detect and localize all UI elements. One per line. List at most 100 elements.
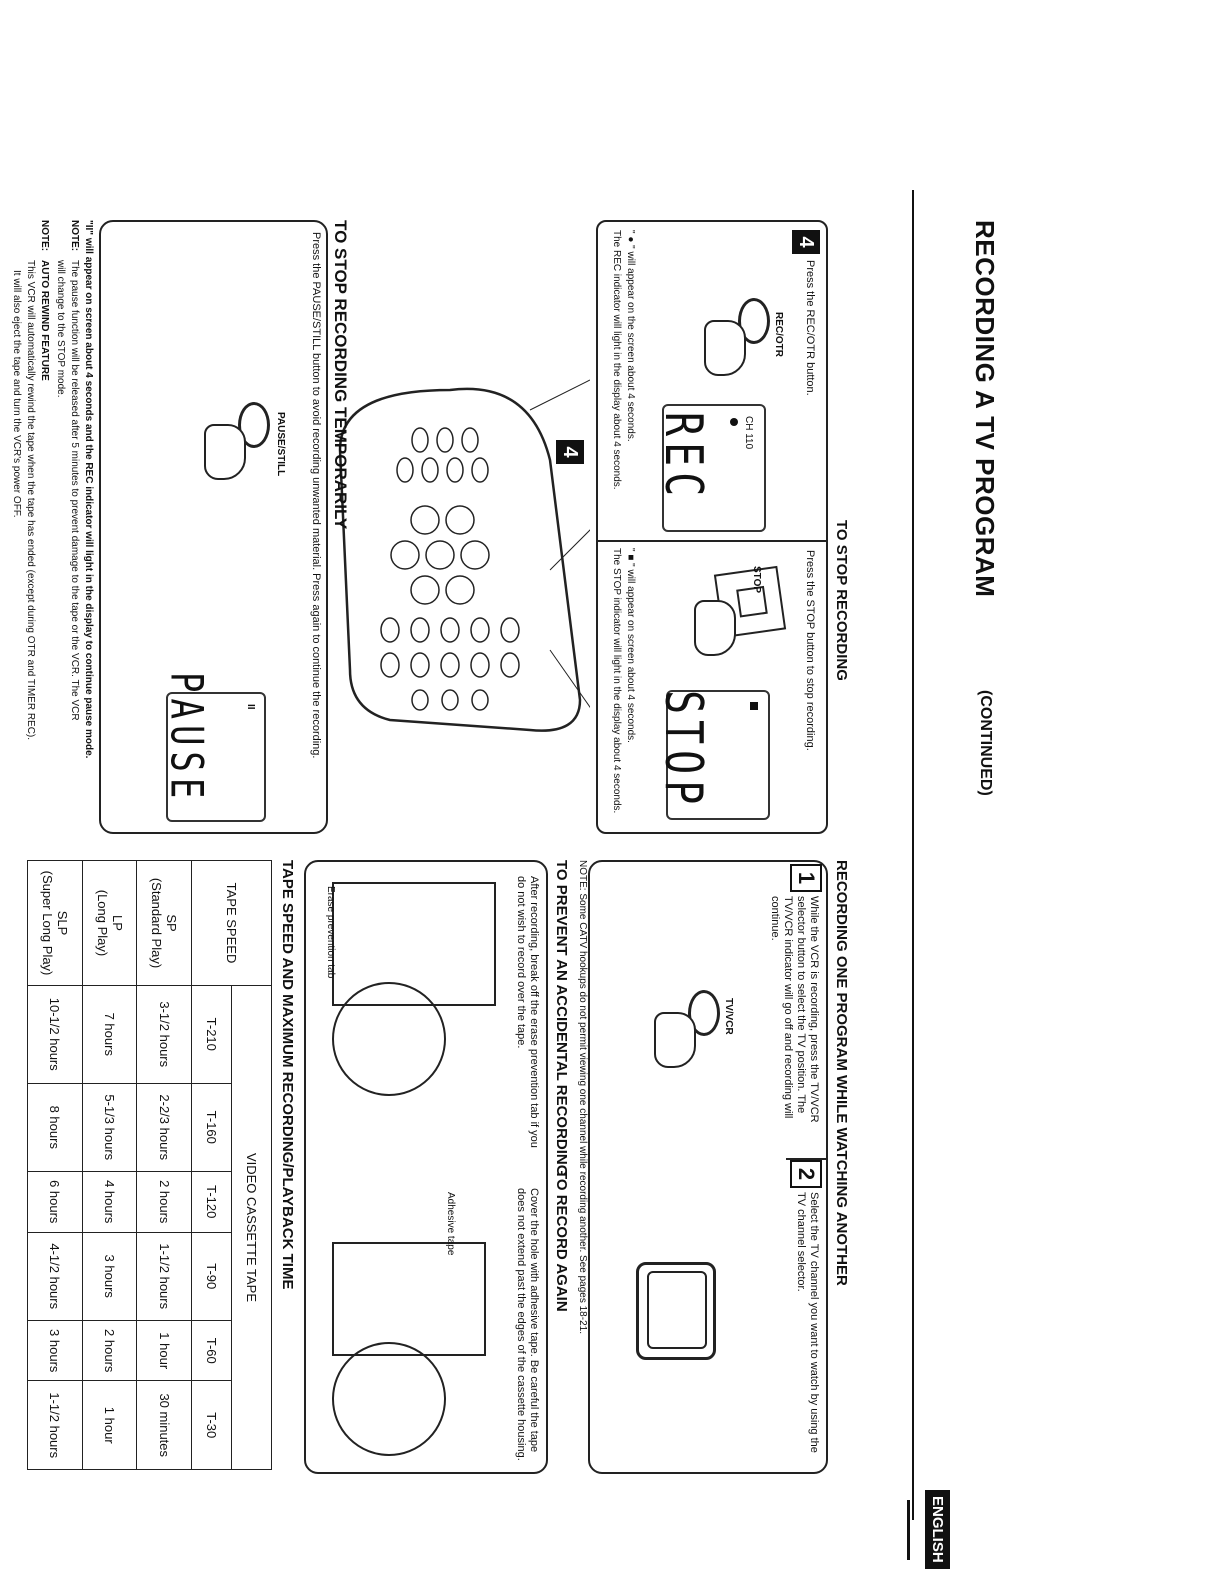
adhesive-zoom-icon [332,1342,446,1456]
speed-name: SLP [54,910,70,936]
time-cell: 1-1/2 hours [136,1232,192,1321]
pointing-hand-icon [694,600,736,656]
speed-name: LP [109,915,125,931]
stop-temp-heading: TO STOP RECORDING TEMPORARILY [331,220,350,530]
speed-cell: SLP(Super Long Play) [27,860,83,986]
pause-still-label: PAUSE/STILL [275,412,286,477]
table-row: LP(Long Play) 7 hours 5-1/3 hours 4 hour… [82,860,137,1470]
cassette-tape-icon [332,1242,486,1356]
time-cell: 2 hours [82,1320,137,1381]
stop-temp-note-line1: "II" will appear on screen about 4 secon… [83,220,94,759]
stop-panel: Press the STOP button to stop recording.… [598,540,826,832]
time-cell: 5-1/3 hours [82,1083,137,1172]
step1-text: While the VCR is recording, press the TV… [769,896,820,1123]
time-cell: 4-1/2 hours [27,1232,83,1321]
stop-temp-note-label: NOTE: [69,220,80,252]
tv-vcr-label: TV/VCR [723,998,734,1035]
tv-inner-screen [647,1271,707,1349]
pause-symbol: II [245,704,256,710]
rec-dot-icon [730,418,738,426]
page-title: RECORDING A TV PROGRAM [970,220,1000,598]
remote-control-icon [338,379,631,751]
pointing-hand-icon [704,320,746,376]
auto-rewind-heading: AUTO REWIND FEATURE [39,260,50,381]
channel-label: CH 110 [743,416,754,450]
stop-temp-note-line2: The pause function will be released afte… [69,260,80,721]
record-again-heading: TO RECORD AGAIN [553,1170,570,1312]
col-tape-speed: TAPE SPEED [191,860,272,986]
step2-number: 2 [790,1160,822,1188]
time-cell: 3-1/2 hours [136,985,192,1084]
speed-desc: (Long Play) [94,889,110,957]
tape-speed-table: TAPE SPEED VIDEO CASSETTE TAPE T-210 T-1… [27,860,272,1470]
prevent-heading: TO PREVENT AN ACCIDENTAL RECORDING [553,860,570,1177]
speed-cell: SP(Standard Play) [136,860,192,986]
time-cell: 4 hours [82,1171,137,1232]
rec-otr-label: REC/OTR [773,312,784,357]
time-cell: 6 hours [27,1171,83,1232]
speed-desc: (Super Long Play) [39,870,55,976]
stop-square-icon [750,702,758,710]
time-cell: 2 hours [136,1171,192,1232]
step4-panel: 4 Press the REC/OTR button. REC/OTR CH 1… [598,222,826,542]
auto-rewind-line1: This VCR will automatically rewind the t… [25,260,36,741]
step1-number: 1 [790,864,822,892]
pointing-hand-icon [204,424,246,480]
auto-rewind-line2: It will also eject the tape and turn the… [11,270,22,518]
tape-header: T-60 [191,1320,232,1381]
stop-recording-panel: 4 Press the REC/OTR button. REC/OTR CH 1… [596,220,828,834]
speed-desc: (Standard Play) [149,877,165,969]
time-cell: 3 hours [27,1320,83,1381]
record-again-text: Cover the hole with adhesive tape. Be ca… [515,1188,540,1461]
step4-note: " ● " will appear on the screen about 4 … [625,230,636,442]
remote-callout-number: 4 [556,440,584,464]
stop-note: " ■ " will appear on screen about 4 seco… [625,548,636,743]
table-row: SP(Standard Play) 3-1/2 hours 2-2/3 hour… [136,860,192,1470]
time-cell: 8 hours [27,1083,83,1172]
stop-instruction: Press the STOP button to stop recording. [804,550,816,751]
tape-header: T-210 [191,985,232,1084]
tape-header: T-120 [191,1171,232,1232]
time-cell: 1 hour [136,1320,192,1381]
remote-control-illustration [330,370,631,751]
step4-number: 4 [792,230,820,254]
time-cell: 1-1/2 hours [27,1380,83,1470]
step4-note2: The REC indicator will light in the disp… [611,230,622,490]
rotated-document: RECORDING A TV PROGRAM (CONTINUED) TO ST… [0,180,1000,1580]
step2-text: Select the TV channel you want to watch … [795,1192,820,1453]
col-video-cassette: VIDEO CASSETTE TAPE [231,985,272,1470]
stop-temp-note-line3: will change to the STOP mode. [55,260,66,398]
stop-button-label: STOP [751,566,762,594]
tape-table-heading: TAPE SPEED AND MAXIMUM RECORDING/PLAYBAC… [279,860,296,1290]
pointing-hand-icon [654,1012,696,1068]
time-cell: 7 hours [82,985,137,1084]
step-divider [786,1158,826,1160]
table-row: SLP(Super Long Play) 10-1/2 hours 8 hour… [27,860,83,1470]
time-cell: 30 minutes [136,1380,192,1470]
erase-tab-zoom-icon [332,982,446,1096]
tape-header: T-160 [191,1083,232,1172]
prevent-text: After recording, break off the erase pre… [515,876,540,1148]
continued-label: (CONTINUED) [977,690,994,796]
tv-screen-icon [636,1262,716,1360]
speed-cell: LP(Long Play) [82,860,137,986]
header-rule [912,190,914,1520]
language-badge: ENGLISH [925,1490,950,1569]
adhesive-tape-label: Adhesive tape [445,1192,456,1256]
bottom-rule [907,1500,910,1560]
stop-recording-heading: TO STOP RECORDING [833,520,850,681]
pause-segment-text: PAUSE [160,672,212,805]
time-cell: 3 hours [82,1232,137,1321]
time-cell: 1 hour [82,1380,137,1470]
one-program-heading: RECORDING ONE PROGRAM WHILE WATCHING ANO… [833,860,850,1286]
tape-header: T-30 [191,1380,232,1470]
step4-instruction: Press the REC/OTR button. [804,260,816,396]
time-cell: 10-1/2 hours [27,985,83,1084]
tape-table-wrap: TAPE SPEED VIDEO CASSETTE TAPE T-210 T-1… [27,860,272,1470]
erase-tab-label: Erase prevention tab [325,886,336,979]
cassette-panel: After recording, break off the erase pre… [304,860,548,1474]
stop-temp-instruction: Press the PAUSE/STILL button to avoid re… [310,232,322,759]
rec-segment-text: REC [653,412,713,503]
catv-note: NOTE: Some CATV hookups do not permit vi… [577,860,588,1334]
